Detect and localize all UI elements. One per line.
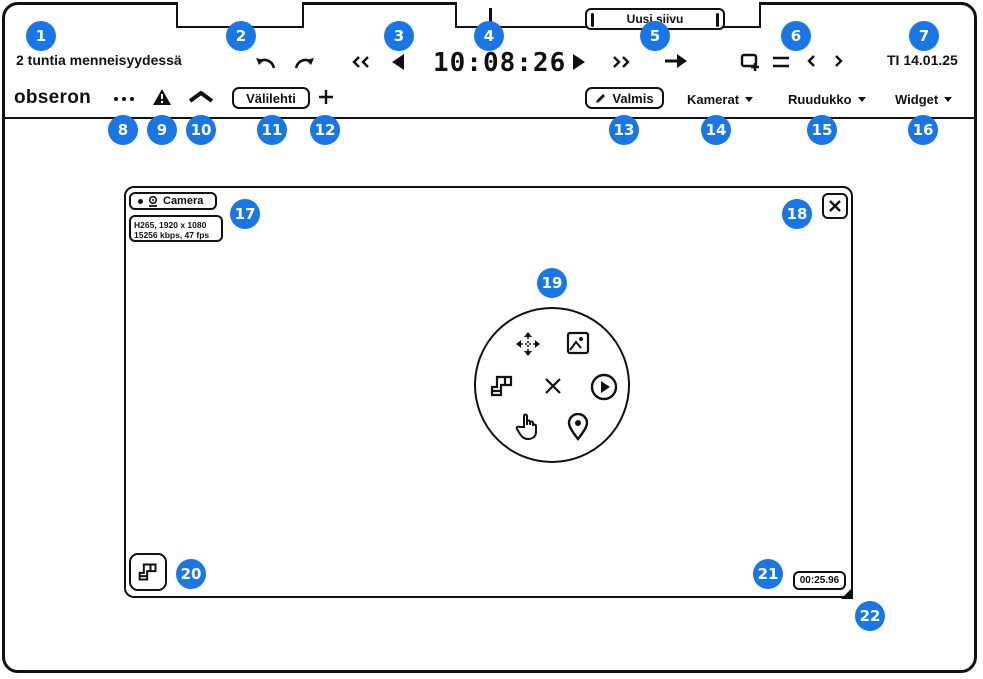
warning-icon[interactable] bbox=[152, 88, 172, 106]
cameras-menu-label: Kamerat bbox=[687, 92, 740, 107]
caret-down-icon bbox=[857, 97, 866, 102]
play-icon[interactable] bbox=[572, 53, 586, 71]
badge-8: 8 bbox=[108, 115, 138, 145]
close-tile-button[interactable] bbox=[822, 193, 848, 219]
image-icon[interactable] bbox=[566, 331, 590, 355]
done-button-label: Valmis bbox=[612, 90, 654, 106]
badge-22: 22 bbox=[855, 601, 885, 631]
stream-info-codec: H265, 1920 x 1080 bbox=[134, 220, 207, 230]
add-window-icon[interactable] bbox=[740, 52, 762, 72]
camera-label-pill[interactable]: Camera bbox=[129, 192, 217, 210]
badge-3: 3 bbox=[384, 21, 414, 51]
grid-menu[interactable]: Ruudukko bbox=[788, 92, 866, 107]
badge-6: 6 bbox=[781, 21, 811, 51]
cameras-menu[interactable]: Kamerat bbox=[687, 92, 754, 107]
badge-15: 15 bbox=[807, 115, 837, 145]
status-dot-icon bbox=[138, 198, 143, 204]
camera-icon bbox=[148, 195, 158, 207]
time-range-label[interactable]: 2 tuntia menneisyydessä bbox=[16, 52, 182, 68]
badge-16: 16 bbox=[908, 115, 938, 145]
badge-20: 20 bbox=[176, 559, 206, 589]
badge-21: 21 bbox=[753, 559, 783, 589]
widget-menu-label: Widget bbox=[895, 92, 939, 107]
new-page-tab-label: Uusi siivu bbox=[626, 12, 684, 26]
layout-toggle-button[interactable] bbox=[129, 553, 167, 591]
badge-19: 19 bbox=[537, 268, 567, 298]
camera-tile[interactable] bbox=[124, 186, 853, 598]
go-live-arrow-icon[interactable] bbox=[664, 52, 688, 70]
resize-handle-icon[interactable] bbox=[841, 587, 853, 599]
badge-10: 10 bbox=[186, 115, 216, 145]
badge-12: 12 bbox=[310, 115, 340, 145]
obseron-logo: obseron bbox=[14, 87, 92, 108]
skip-forward-icon[interactable] bbox=[611, 55, 631, 69]
step-back-icon[interactable] bbox=[391, 53, 405, 71]
undo-icon[interactable] bbox=[254, 54, 278, 70]
done-button[interactable]: Valmis bbox=[585, 87, 664, 109]
collapse-chevron-icon[interactable] bbox=[188, 91, 214, 103]
radial-menu bbox=[474, 307, 630, 463]
badge-2: 2 bbox=[226, 21, 256, 51]
redo-icon[interactable] bbox=[292, 54, 316, 70]
date-display: TI 14.01.25 bbox=[887, 52, 958, 68]
widget-menu[interactable]: Widget bbox=[895, 92, 953, 107]
toolbar-divider bbox=[5, 117, 975, 119]
close-menu-icon[interactable] bbox=[544, 377, 562, 395]
tab-button[interactable]: Välilehti bbox=[232, 87, 310, 109]
badge-7: 7 bbox=[909, 21, 939, 51]
close-icon bbox=[829, 200, 841, 212]
clock-display: 10:08:26 bbox=[433, 48, 567, 78]
tab-grip-right bbox=[716, 13, 719, 27]
caret-down-icon bbox=[745, 97, 754, 102]
badge-5: 5 bbox=[640, 21, 670, 51]
stream-info-bitrate: 15256 kbps, 47 fps bbox=[134, 230, 210, 240]
caret-down-icon bbox=[944, 97, 953, 102]
layout-icon[interactable] bbox=[489, 374, 515, 398]
add-tab-icon[interactable] bbox=[318, 89, 334, 105]
badge-18: 18 bbox=[782, 199, 812, 229]
skip-back-icon[interactable] bbox=[351, 55, 371, 69]
playback-timer: 00:25.96 bbox=[793, 571, 846, 590]
pencil-icon bbox=[596, 94, 606, 103]
move-icon[interactable] bbox=[515, 331, 541, 357]
badge-13: 13 bbox=[609, 115, 639, 145]
equals-icon[interactable] bbox=[772, 56, 790, 68]
hand-pointer-icon[interactable] bbox=[515, 413, 541, 441]
badge-1: 1 bbox=[26, 21, 56, 51]
play-circle-icon[interactable] bbox=[590, 373, 618, 401]
stream-info: H265, 1920 x 1080 15256 kbps, 47 fps bbox=[129, 215, 223, 242]
chevron-left-icon[interactable] bbox=[806, 54, 816, 68]
grid-menu-label: Ruudukko bbox=[788, 92, 852, 107]
more-options-icon[interactable] bbox=[113, 96, 135, 102]
camera-label: Camera bbox=[163, 195, 204, 207]
badge-9: 9 bbox=[147, 115, 177, 145]
chevron-right-icon[interactable] bbox=[834, 54, 844, 68]
tab-grip-left bbox=[591, 13, 594, 27]
layout-icon bbox=[138, 563, 157, 581]
timeline-marker bbox=[489, 8, 492, 26]
location-pin-icon[interactable] bbox=[567, 413, 589, 441]
badge-4: 4 bbox=[474, 21, 504, 51]
badge-17: 17 bbox=[230, 199, 260, 229]
badge-11: 11 bbox=[257, 115, 287, 145]
badge-14: 14 bbox=[701, 115, 731, 145]
